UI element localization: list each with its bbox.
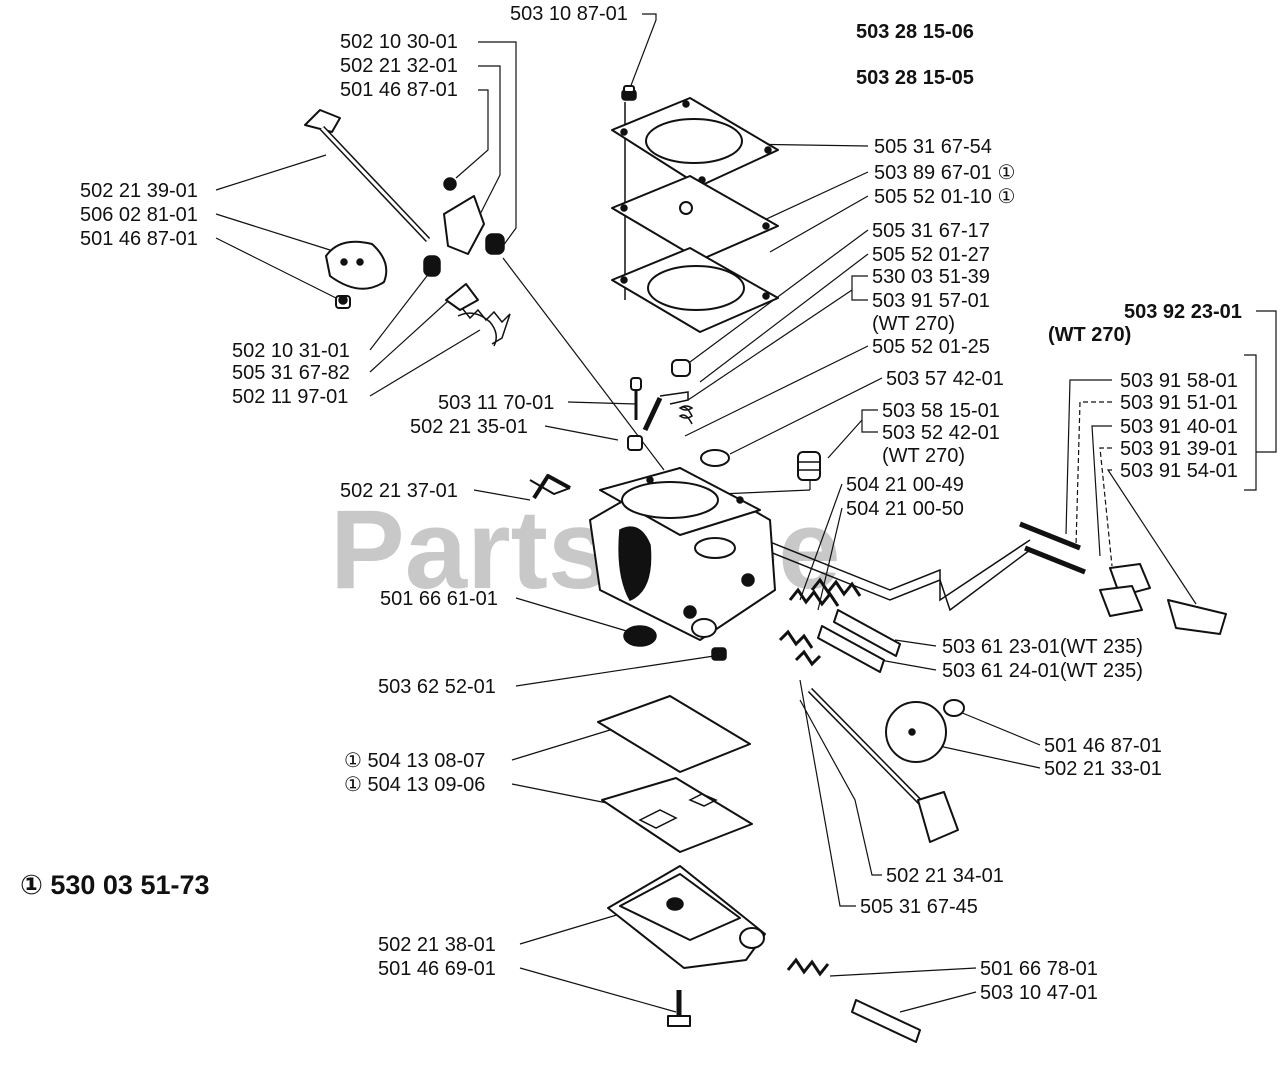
part-label: 530 03 51-39	[872, 266, 990, 288]
part-label: 505 52 01-10 ①	[874, 186, 1015, 208]
part-label: 503 91 40-01	[1120, 416, 1238, 438]
part-label: 503 62 52-01	[378, 676, 496, 698]
part-label: 501 66 61-01	[380, 588, 498, 610]
part-label: 502 11 97-01	[232, 386, 348, 408]
part-label: 503 58 15-01	[882, 400, 1000, 422]
needle-springs-screws	[778, 577, 901, 673]
part-label: 505 52 01-27	[872, 244, 990, 266]
part-drawings	[304, 85, 1227, 1043]
group-header-number: 503 92 23-01	[1124, 301, 1242, 323]
part-label: 501 46 87-01	[1044, 735, 1162, 757]
part-label: 503 57 42-01	[886, 368, 1004, 390]
part-label: 502 21 35-01	[410, 416, 528, 438]
part-label: 502 21 32-01	[340, 55, 458, 77]
part-label: ① 504 13 08-07	[344, 750, 485, 772]
bottom-cover	[607, 865, 766, 969]
part-label: 503 91 51-01	[1120, 392, 1238, 414]
part-label: 501 66 78-01	[980, 958, 1098, 980]
part-label: 505 31 67-17	[872, 220, 990, 242]
linkage-parts	[423, 177, 511, 347]
part-label: 505 52 01-25	[872, 336, 990, 358]
washer	[691, 618, 717, 638]
part-label: 505 31 67-54	[874, 136, 992, 158]
leader-lines	[215, 13, 1277, 1013]
part-label: 502 21 39-01	[80, 180, 198, 202]
part-label: 503 91 54-01	[1120, 460, 1238, 482]
part-label: 501 46 87-01	[340, 79, 458, 101]
needle-parts	[627, 359, 694, 451]
carburetor-body	[529, 449, 821, 641]
group-header-note: (WT 270)	[1048, 324, 1131, 346]
kit-number: 503 28 15-06	[856, 21, 974, 43]
part-label: ① 504 13 09-06	[344, 774, 485, 796]
part-label: 501 46 69-01	[378, 958, 496, 980]
part-label: 502 21 34-01	[886, 865, 1004, 887]
part-label: 503 91 58-01	[1120, 370, 1238, 392]
part-label: 505 31 67-45	[860, 896, 978, 918]
needle-assembly-right	[1019, 521, 1227, 635]
part-label: 504 21 00-49	[846, 474, 964, 496]
part-label: 504 21 00-50	[846, 498, 964, 520]
part-label: 503 52 42-01	[882, 422, 1000, 444]
part-label: (WT 270)	[882, 445, 965, 467]
repair-kit-number: ① 530 03 51-73	[20, 870, 210, 900]
part-label: 502 21 33-01	[1044, 758, 1162, 780]
part-label: 503 91 39-01	[1120, 438, 1238, 460]
part-labels: 503 10 87-01 502 10 30-01 502 21 32-01 5…	[80, 3, 1238, 1004]
part-label: 502 21 38-01	[378, 934, 496, 956]
l-pin	[532, 474, 571, 500]
part-label: 503 10 47-01	[980, 982, 1098, 1004]
lower-gaskets	[597, 695, 753, 853]
screw	[711, 647, 727, 661]
part-label: 502 10 31-01	[232, 340, 350, 362]
part-label: 503 91 57-01	[872, 290, 990, 312]
part-label: 501 46 87-01	[80, 228, 198, 250]
part-label: 506 02 81-01	[80, 204, 198, 226]
bottom-spring-screws	[667, 957, 921, 1043]
part-label: 505 31 67-82	[232, 362, 350, 384]
kit-number: 503 28 15-05	[856, 67, 974, 89]
part-label: 503 61 23-01(WT 235)	[942, 636, 1143, 658]
part-label: 503 89 67-01 ①	[874, 162, 1015, 184]
part-label: (WT 270)	[872, 313, 955, 335]
diaphragm-stack	[611, 97, 779, 333]
part-label: 502 21 37-01	[340, 480, 458, 502]
throttle-shaft	[304, 109, 431, 309]
top-screw	[621, 85, 637, 101]
part-label: 502 10 30-01	[340, 31, 458, 53]
part-label: 503 11 70-01	[438, 392, 554, 414]
part-label: 503 61 24-01(WT 235)	[942, 660, 1143, 682]
fuel-screen	[623, 625, 657, 647]
lower-arm	[807, 687, 965, 843]
part-label: 503 10 87-01	[510, 3, 628, 25]
